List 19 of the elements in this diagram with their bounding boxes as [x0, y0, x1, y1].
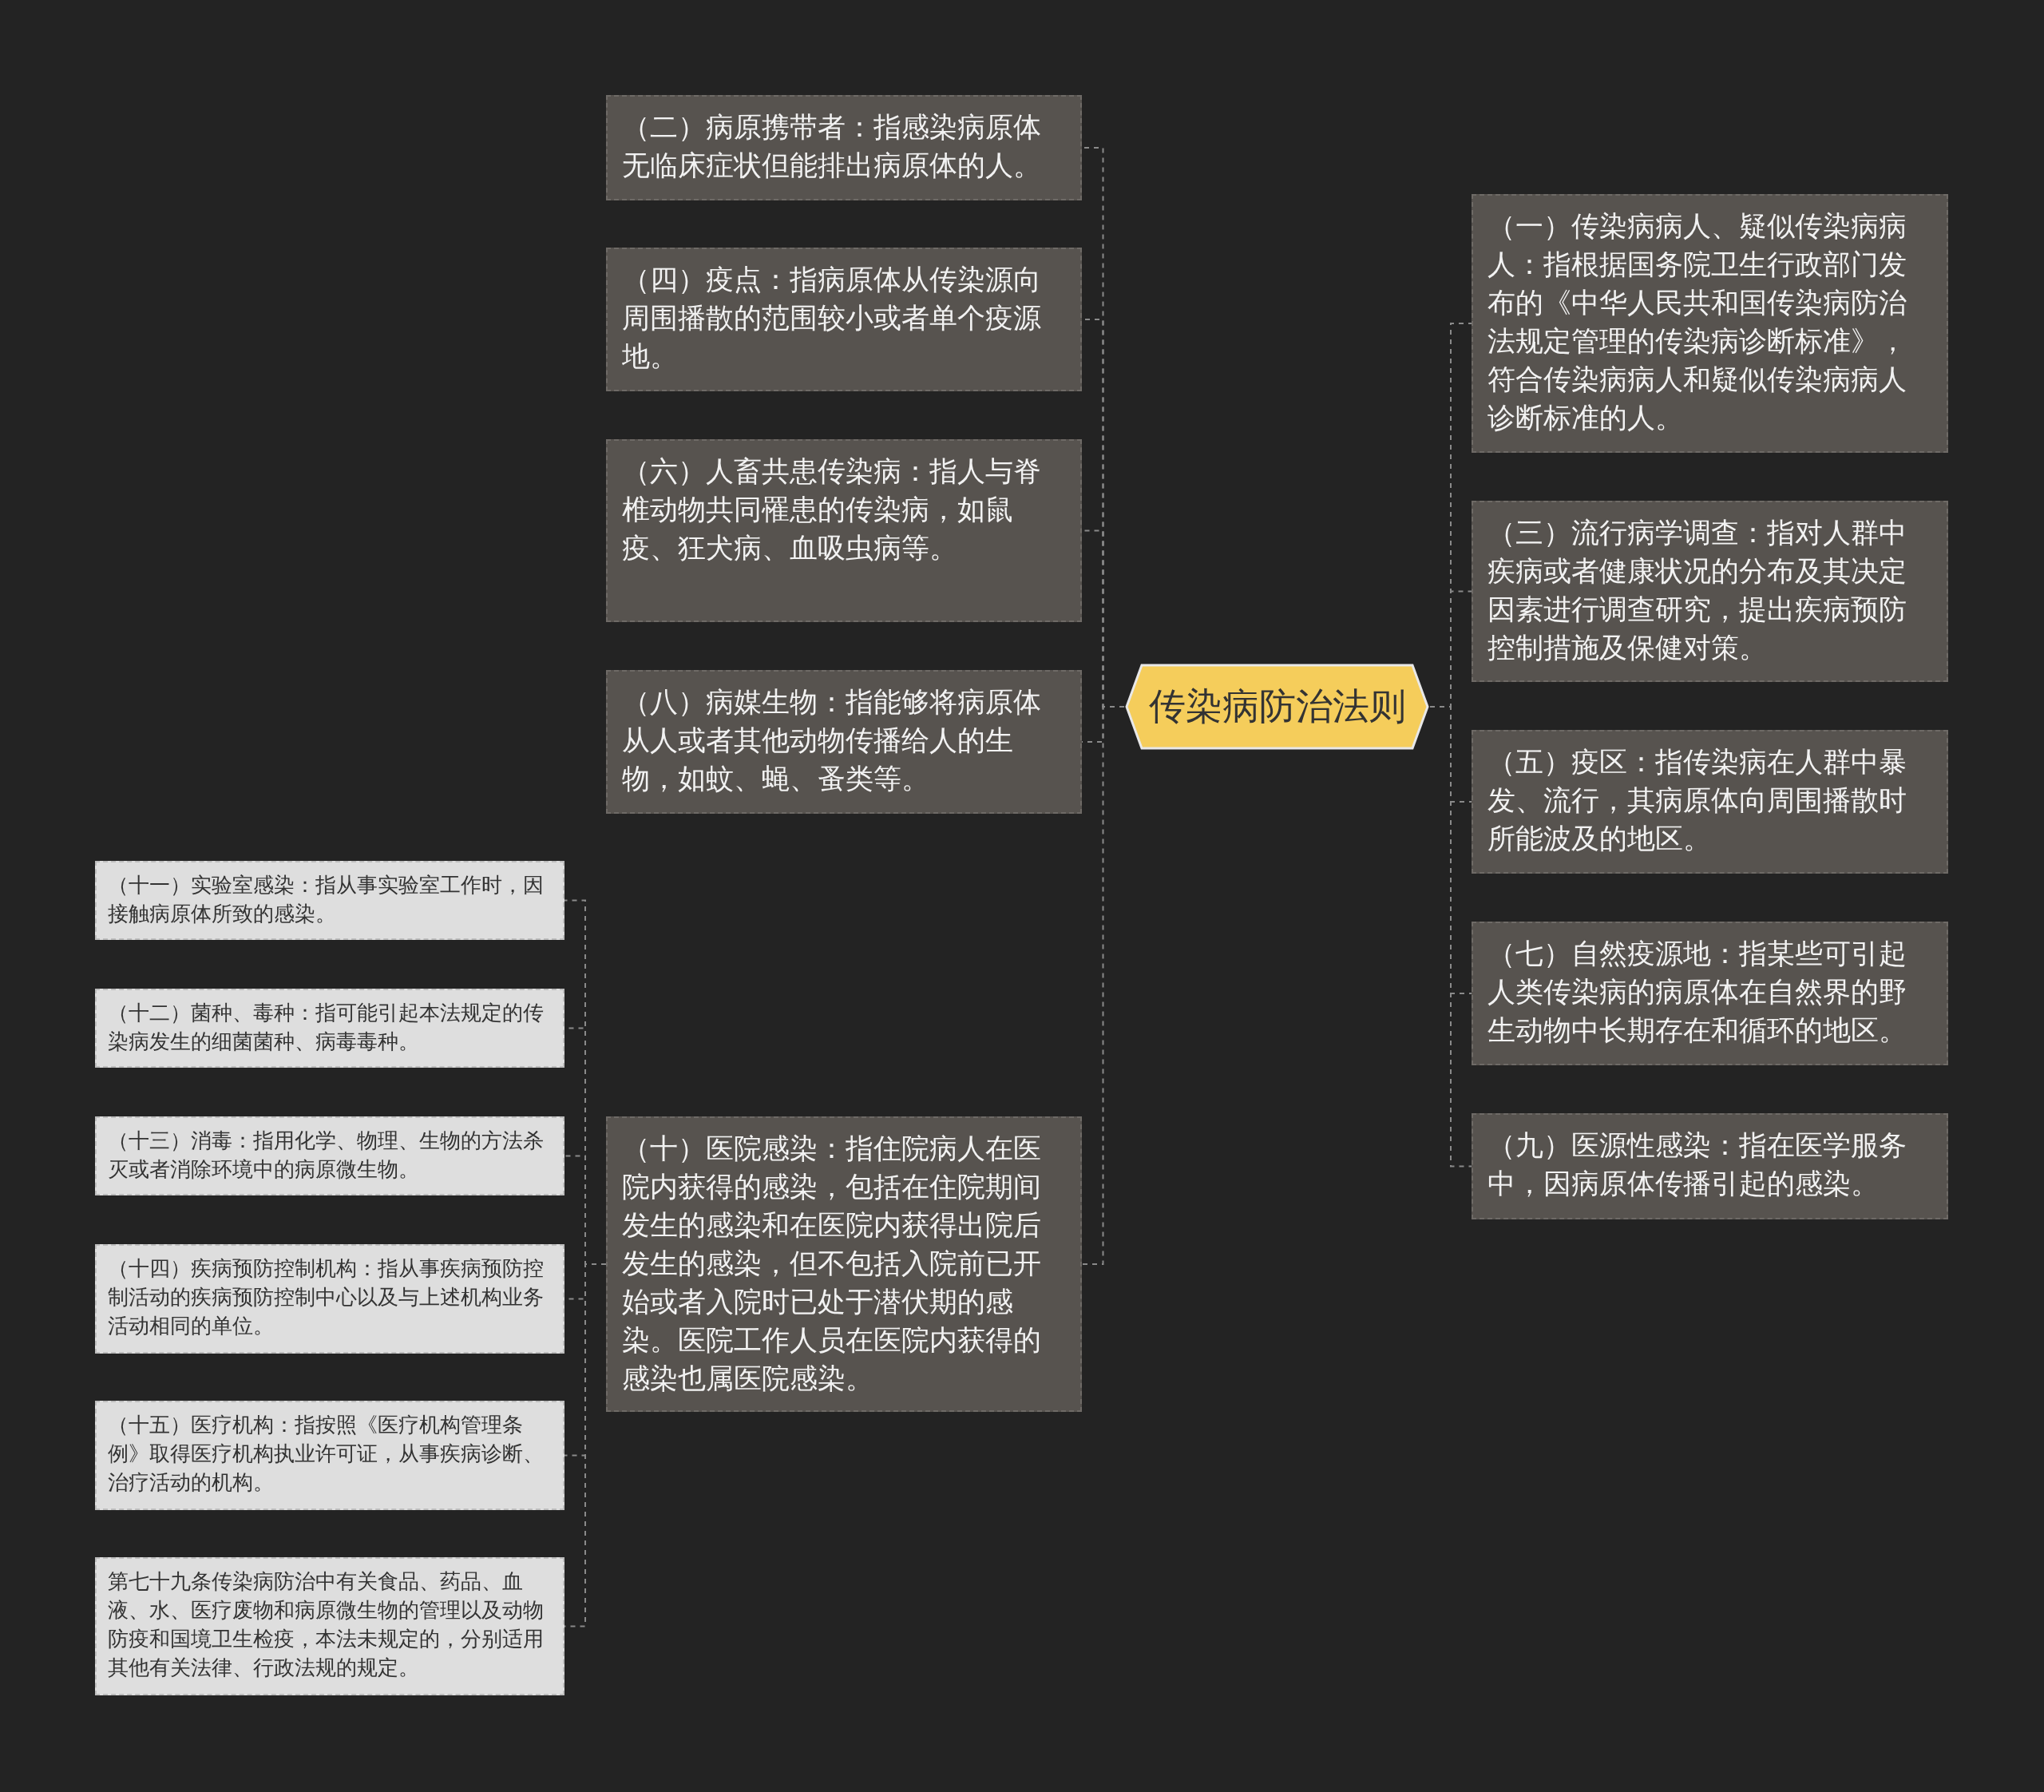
central-topic-hexagon: 传染病防治法则	[1124, 663, 1430, 751]
topic-box: （十五）医疗机构：指按照《医疗机构管理条例》取得医疗机构执业许可证，从事疾病诊断、治疗活动的机构。	[95, 1401, 564, 1510]
topic-box: （十）医院感染：指住院病人在医院内获得的感染，包括在住院期间发生的感染和在医院内获得出院后发生的感染，但不包括入院前已开始或者入院时已处于潜伏期的感染。医院工作人员在医院内获得的感染也属医院感染。	[606, 1116, 1082, 1412]
topic-box: （九）医源性感染：指在医学服务中，因病原体传播引起的感染。	[1472, 1113, 1948, 1219]
topic-box: （一）传染病病人、疑似传染病病人：指根据国务院卫生行政部门发布的《中华人民共和国传染病防治法规定管理的传染病诊断标准》，符合传染病病人和疑似传染病病人诊断标准的人。	[1472, 194, 1948, 453]
topic-box: （四）疫点：指病原体从传染源向周围播散的范围较小或者单个疫源地。	[606, 248, 1082, 391]
topic-box: （六）人畜共患传染病：指人与脊椎动物共同罹患的传染病，如鼠疫、狂犬病、血吸虫病等。	[606, 439, 1082, 622]
topic-box: （十三）消毒：指用化学、物理、生物的方法杀灭或者消除环境中的病原微生物。	[95, 1116, 564, 1195]
topic-box: （三）流行病学调查：指对人群中疾病或者健康状况的分布及其决定因素进行调查研究，提出疾病预防控制措施及保健对策。	[1472, 501, 1948, 682]
topic-box: 第七十九条传染病防治中有关食品、药品、血液、水、医疗废物和病原微生物的管理以及动物防疫和国境卫生检疫，本法未规定的，分别适用其他有关法律、行政法规的规定。	[95, 1557, 564, 1695]
topic-box: （八）病媒生物：指能够将病原体从人或者其他动物传播给人的生物，如蚊、蝇、蚤类等。	[606, 670, 1082, 814]
connector	[1429, 706, 1472, 1168]
topic-box: （七）自然疫源地：指某些可引起人类传染病的病原体在自然界的野生动物中长期存在和循环的地区。	[1472, 922, 1948, 1065]
topic-box: （十一）实验室感染：指从事实验室工作时，因接触病原体所致的感染。	[95, 861, 564, 940]
connector	[1081, 706, 1125, 1265]
topic-box: （五）疫区：指传染病在人群中暴发、流行，其病原体向周围播散时所能波及的地区。	[1472, 730, 1948, 874]
topic-box: （十四）疾病预防控制机构：指从事疾病预防控制活动的疾病预防控制中心以及与上述机构业务活动相同的单位。	[95, 1244, 564, 1354]
topic-box: （十二）菌种、毒种：指可能引起本法规定的传染病发生的细菌菌种、病毒毒种。	[95, 989, 564, 1068]
topic-box: （二）病原携带者：指感染病原体无临床症状但能排出病原体的人。	[606, 95, 1082, 200]
